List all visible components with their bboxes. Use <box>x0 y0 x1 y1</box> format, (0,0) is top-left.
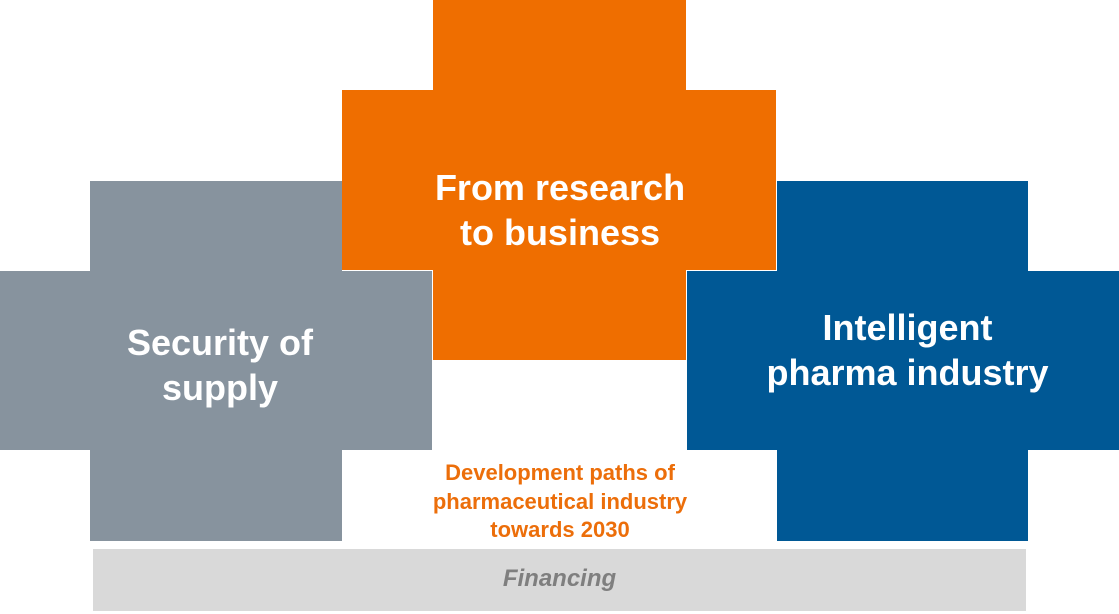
financing-label: Financing <box>502 565 617 592</box>
intelligent-pharma-label: Intelligent pharma industry <box>766 307 1049 393</box>
security-of-supply-cross <box>0 181 432 541</box>
intelligent-pharma-cross <box>687 181 1119 541</box>
financing-foundation-bar <box>93 549 1026 611</box>
research-to-business-label: From research to business <box>434 167 686 253</box>
research-to-business-cross <box>342 0 776 360</box>
development-paths-caption: Development paths of pharmaceutical indu… <box>432 460 688 543</box>
security-of-supply-label: Security of supply <box>126 322 314 408</box>
